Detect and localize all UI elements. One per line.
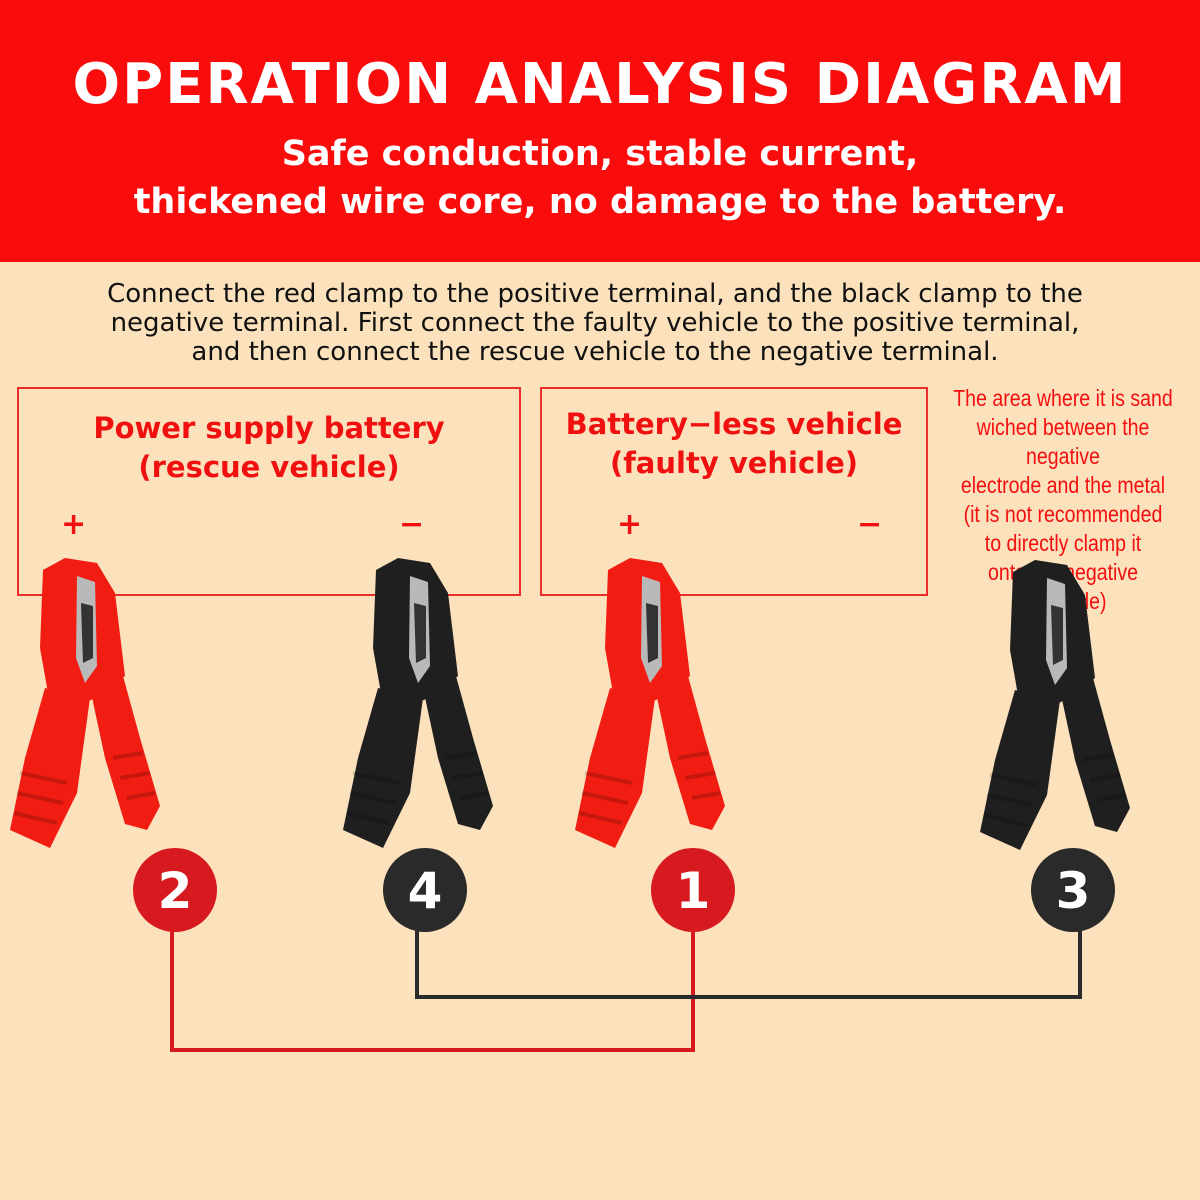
positive-sign: + bbox=[617, 507, 643, 542]
step-number: 3 bbox=[1056, 862, 1091, 920]
black-clamp-ground bbox=[980, 560, 1130, 850]
red-cable-line bbox=[170, 930, 695, 1052]
instruction-line: negative terminal. First connect the fau… bbox=[110, 308, 1080, 338]
rescue-vehicle-box: Power supply battery (rescue vehicle) + − bbox=[17, 387, 521, 596]
negative-sign: − bbox=[399, 507, 425, 542]
instruction-line: and then connect the rescue vehicle to t… bbox=[191, 337, 999, 367]
note-line: The area where it is sand bbox=[953, 385, 1173, 411]
instruction-line: Connect the red clamp to the positive te… bbox=[107, 279, 1083, 309]
positive-sign: + bbox=[61, 507, 87, 542]
red-clamp-faulty bbox=[575, 558, 725, 848]
black-clamp-rescue bbox=[343, 558, 493, 848]
box-title: Power supply battery (rescue vehicle) bbox=[19, 409, 519, 487]
note-line: wiched between the negative bbox=[976, 414, 1150, 469]
step-number: 1 bbox=[676, 862, 711, 920]
subtitle-line: thickened wire core, no damage to the ba… bbox=[133, 182, 1067, 222]
negative-sign: − bbox=[857, 507, 883, 542]
note-line: electrode and the metal bbox=[960, 472, 1166, 498]
step-1-marker: 1 bbox=[651, 848, 735, 932]
box-title-line: Power supply battery bbox=[93, 411, 445, 445]
note-line: (it is not recommended bbox=[963, 501, 1163, 527]
instructions: Connect the red clamp to the positive te… bbox=[0, 280, 1190, 367]
step-3-marker: 3 bbox=[1031, 848, 1115, 932]
subtitle: Safe conduction, stable current, thickene… bbox=[0, 130, 1200, 226]
box-title-line: (faulty vehicle) bbox=[609, 446, 859, 480]
box-title: Battery−less vehicle (faulty vehicle) bbox=[542, 405, 926, 483]
step-number: 4 bbox=[408, 862, 443, 920]
step-2-marker: 2 bbox=[133, 848, 217, 932]
step-number: 2 bbox=[158, 862, 193, 920]
black-cable-line bbox=[415, 930, 1082, 999]
step-4-marker: 4 bbox=[383, 848, 467, 932]
note-line: to directly clamp it bbox=[984, 530, 1142, 556]
faulty-vehicle-box: Battery−less vehicle (faulty vehicle) + − bbox=[540, 387, 928, 596]
header-banner: OPERATION ANALYSIS DIAGRAM Safe conducti… bbox=[0, 0, 1200, 262]
page-title: OPERATION ANALYSIS DIAGRAM bbox=[72, 52, 1128, 117]
red-clamp-rescue bbox=[10, 558, 160, 848]
subtitle-line: Safe conduction, stable current, bbox=[281, 134, 919, 174]
box-title-line: (rescue vehicle) bbox=[138, 450, 400, 484]
box-title-line: Battery−less vehicle bbox=[565, 407, 903, 441]
